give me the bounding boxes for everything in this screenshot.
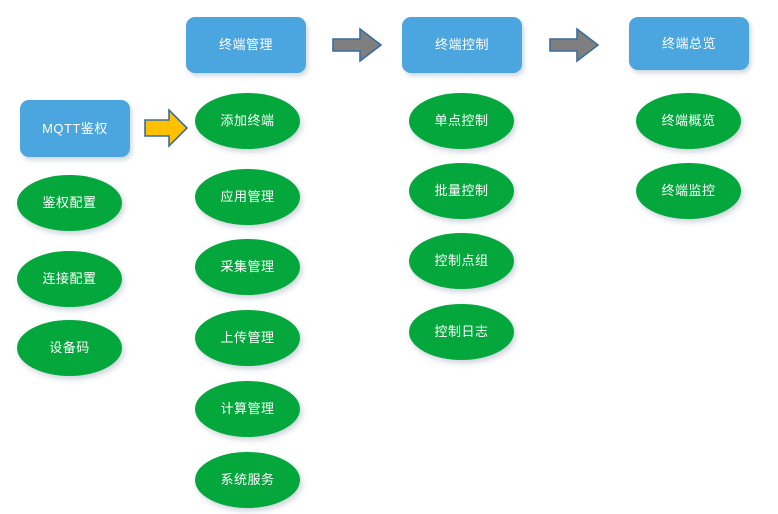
right-arrow-icon	[549, 27, 600, 63]
node-label: 系统服务	[220, 472, 275, 488]
node-collection-management[interactable]: 采集管理	[195, 239, 300, 295]
node-mqtt-auth-header[interactable]: MQTT鉴权	[20, 100, 130, 157]
node-label: 终端管理	[218, 37, 273, 53]
node-label: 上传管理	[220, 330, 275, 346]
node-label: 计算管理	[220, 401, 275, 417]
node-connection-config[interactable]: 连接配置	[17, 251, 122, 307]
node-terminal-summary[interactable]: 终端概览	[636, 93, 741, 149]
node-label: 鉴权配置	[42, 195, 97, 211]
node-application-management[interactable]: 应用管理	[195, 169, 300, 225]
node-add-terminal[interactable]: 添加终端	[195, 93, 300, 149]
node-label: 终端控制	[434, 37, 489, 53]
node-label: MQTT鉴权	[42, 120, 108, 136]
node-label: 终端概览	[661, 113, 716, 129]
arrow-mqtt-to-terminal-management	[144, 107, 189, 149]
node-label: 控制日志	[434, 324, 489, 340]
node-label: 应用管理	[220, 189, 275, 205]
node-label: 终端总览	[661, 35, 716, 51]
node-device-code[interactable]: 设备码	[17, 320, 122, 376]
node-label: 添加终端	[220, 113, 275, 129]
node-terminal-control-header[interactable]: 终端控制	[402, 17, 522, 73]
right-arrow-icon	[144, 108, 189, 148]
node-batch-control[interactable]: 批量控制	[409, 163, 514, 219]
node-label: 控制点组	[434, 253, 489, 269]
node-single-point-control[interactable]: 单点控制	[409, 93, 514, 149]
arrow-terminal-control-to-terminal-overview	[549, 27, 600, 63]
node-calculation-management[interactable]: 计算管理	[195, 381, 300, 437]
node-label: 设备码	[49, 340, 90, 356]
node-control-point-group[interactable]: 控制点组	[409, 233, 514, 289]
arrow-terminal-management-to-terminal-control	[332, 27, 383, 63]
node-terminal-monitoring[interactable]: 终端监控	[636, 163, 741, 219]
node-system-service[interactable]: 系统服务	[195, 452, 300, 508]
node-terminal-management-header[interactable]: 终端管理	[186, 17, 306, 73]
node-label: 单点控制	[434, 113, 489, 129]
node-terminal-overview-header[interactable]: 终端总览	[629, 17, 749, 70]
node-label: 批量控制	[434, 183, 489, 199]
node-label: 采集管理	[220, 259, 275, 275]
node-auth-config[interactable]: 鉴权配置	[17, 175, 122, 231]
node-control-log[interactable]: 控制日志	[409, 304, 514, 360]
node-label: 终端监控	[661, 183, 716, 199]
node-label: 连接配置	[42, 271, 97, 287]
node-upload-management[interactable]: 上传管理	[195, 310, 300, 366]
right-arrow-icon	[332, 27, 383, 63]
